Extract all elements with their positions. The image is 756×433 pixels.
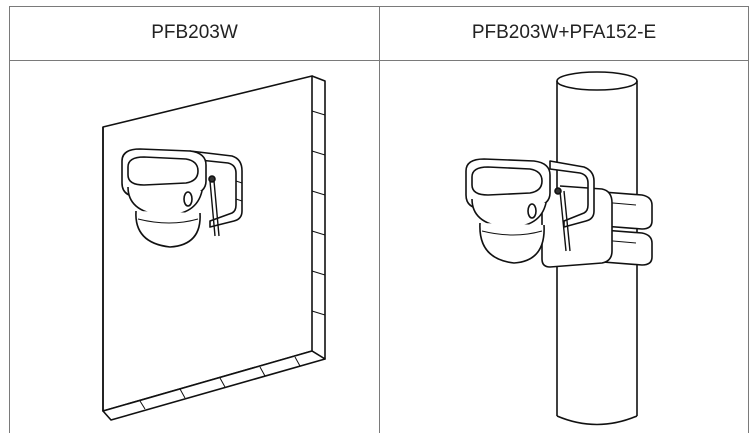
mount-table: PFB203W PFB203W+PFA152-E — [9, 6, 749, 433]
header-label: PFB203W+PFA152-E — [471, 22, 657, 43]
wall-panel — [102, 75, 326, 421]
wall-mount-camera-illustration — [10, 61, 379, 433]
dome-camera — [121, 148, 243, 248]
header-cell-wall-mount: PFB203W — [10, 6, 379, 60]
table-border-left — [9, 6, 10, 433]
header-label: PFB203W — [151, 22, 238, 43]
header-cell-pole-mount: PFB203W+PFA152-E — [380, 6, 748, 60]
pole-mount-camera-illustration — [380, 61, 748, 433]
column-divider — [379, 6, 380, 433]
table-border-right — [748, 6, 749, 433]
dome-camera — [465, 158, 595, 264]
